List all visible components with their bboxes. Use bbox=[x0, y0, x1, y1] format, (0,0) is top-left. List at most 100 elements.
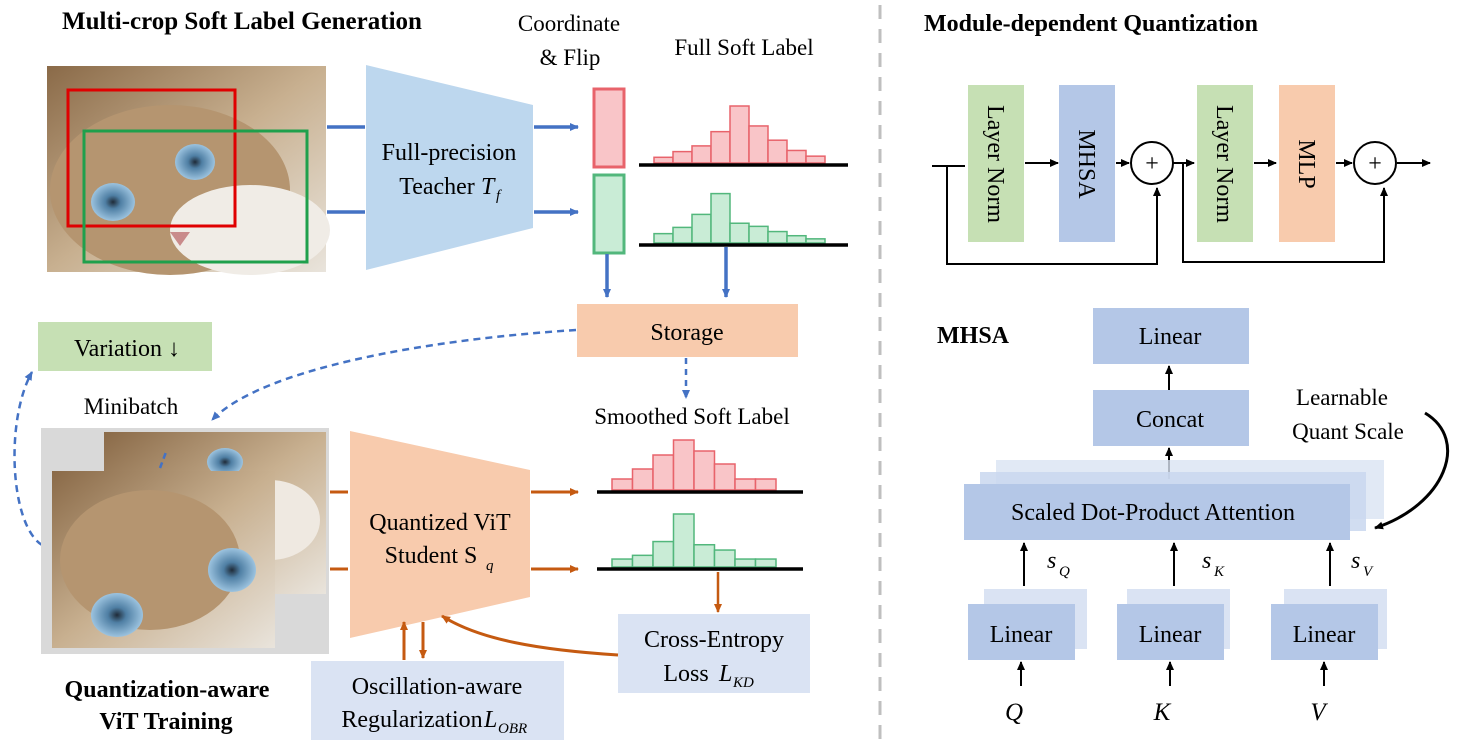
attention-block bbox=[964, 484, 1350, 540]
attention-label: Scaled Dot-Product Attention bbox=[1011, 500, 1295, 526]
input-v-label: V bbox=[1310, 699, 1328, 726]
teacher-label-1: Full-precision bbox=[382, 140, 517, 166]
arrow-learnable-scale bbox=[1374, 411, 1450, 530]
smoothed-soft-label-title: Smoothed Soft Label bbox=[594, 404, 789, 429]
qat-title-2: ViT Training bbox=[99, 709, 232, 735]
smoothed-green-bar bbox=[672, 513, 695, 568]
mhsa-title: MHSA bbox=[937, 323, 1010, 349]
red-crop-box bbox=[66, 88, 237, 228]
smoothed-red-bar bbox=[611, 478, 634, 491]
student-label-sub: q bbox=[486, 558, 494, 574]
smoothed-red-bar bbox=[693, 450, 716, 491]
full-red-bar bbox=[729, 105, 750, 164]
add-node-2 bbox=[1353, 141, 1397, 185]
linear-v-block bbox=[1271, 604, 1378, 660]
full-green-bar bbox=[691, 213, 712, 244]
full-soft-label-title: Full Soft Label bbox=[674, 35, 813, 60]
full-green-bar bbox=[767, 230, 788, 244]
obr-box bbox=[311, 661, 564, 740]
learnable-label-2: Quant Scale bbox=[1292, 419, 1404, 444]
residual-connection-1 bbox=[946, 166, 1161, 265]
variation-label: Variation ↓ bbox=[74, 336, 180, 362]
scale-q-sub: Q bbox=[1059, 564, 1070, 580]
obr-label-1: Oscillation-aware bbox=[352, 674, 523, 700]
multicrop-title: Multi-crop Soft Label Generation bbox=[62, 8, 422, 35]
storage-label: Storage bbox=[650, 320, 723, 346]
coordinate-box-red bbox=[592, 87, 626, 169]
full-green-bar bbox=[672, 226, 693, 244]
student-block bbox=[350, 431, 530, 638]
residual-connection-2 bbox=[1182, 163, 1388, 263]
layer-norm-1-block bbox=[968, 85, 1024, 242]
ce-symbol: L bbox=[718, 661, 732, 687]
arrow-ce-to-student bbox=[441, 614, 619, 657]
storage-box bbox=[577, 304, 798, 357]
coordinate-box-green bbox=[592, 173, 626, 255]
smoothed-red-bar bbox=[652, 454, 675, 491]
linear-k-label: Linear bbox=[1139, 622, 1202, 648]
qat-title-1: Quantization-aware bbox=[65, 677, 270, 703]
layer-norm-1-label: Layer Norm bbox=[982, 105, 1008, 223]
linear-k-block bbox=[1117, 604, 1224, 660]
smoothed-red-bar bbox=[672, 439, 695, 491]
variation-box bbox=[38, 322, 212, 371]
smoothed-green-bar bbox=[652, 540, 675, 568]
linear-v-label: Linear bbox=[1293, 622, 1356, 648]
concat-label: Concat bbox=[1136, 407, 1204, 433]
coordinate-label-1: Coordinate bbox=[518, 11, 620, 36]
full-green-bar bbox=[653, 232, 674, 244]
teacher-label-2: Teacher bbox=[399, 174, 475, 200]
scale-v-symbol: s bbox=[1351, 548, 1360, 574]
mhsa-block-label: MHSA bbox=[1073, 129, 1099, 199]
arrow-minibatch-to-variation bbox=[13, 371, 43, 547]
coordinate-label-2: & Flip bbox=[540, 45, 601, 70]
minibatch-images bbox=[41, 428, 329, 654]
mlp-block bbox=[1279, 85, 1335, 242]
ce-label-2: Loss bbox=[663, 661, 708, 687]
green-crop-box bbox=[82, 129, 309, 264]
cat-image bbox=[47, 66, 330, 275]
scale-v-sub: V bbox=[1363, 564, 1374, 580]
full-green-bar bbox=[748, 225, 769, 244]
student-label-2: Student S bbox=[385, 543, 478, 569]
full-red-bar bbox=[748, 125, 769, 164]
obr-symbol-sub: OBR bbox=[498, 721, 527, 737]
smoothed-green-bar bbox=[713, 549, 736, 568]
mhsa-block bbox=[1059, 85, 1115, 242]
scale-q-symbol: s bbox=[1047, 548, 1056, 574]
layer-norm-2-block bbox=[1197, 85, 1253, 242]
smoothed-green-bar bbox=[693, 543, 716, 568]
layer-norm-2-label: Layer Norm bbox=[1211, 105, 1237, 223]
input-q-label: Q bbox=[1005, 699, 1023, 726]
mlp-block-label: MLP bbox=[1293, 139, 1319, 188]
smoothed-red-bar bbox=[734, 478, 757, 491]
learnable-label-1: Learnable bbox=[1296, 385, 1388, 410]
scale-k-symbol: s bbox=[1202, 548, 1211, 574]
full-red-bar bbox=[786, 149, 807, 164]
full-soft-label-green-histogram bbox=[653, 192, 826, 244]
smoothed-red-bar bbox=[713, 463, 736, 491]
ce-label-1: Cross-Entropy bbox=[644, 627, 784, 653]
minibatch-dash-segment bbox=[158, 451, 168, 469]
smoothed-green-bar bbox=[754, 558, 777, 568]
full-soft-label-red-histogram bbox=[653, 105, 826, 164]
smoothed-red-bar bbox=[754, 478, 777, 491]
full-red-bar bbox=[691, 145, 712, 164]
obr-symbol: L bbox=[483, 707, 497, 733]
full-green-bar bbox=[729, 222, 750, 244]
smoothed-soft-label-green-histogram bbox=[611, 513, 777, 568]
arrow-storage-to-minibatch bbox=[211, 328, 577, 421]
linear-top-label: Linear bbox=[1139, 324, 1202, 350]
linear-q-label: Linear bbox=[990, 622, 1053, 648]
smoothed-green-bar bbox=[631, 554, 654, 568]
full-green-bar bbox=[805, 238, 826, 244]
obr-label-2: Regularization bbox=[341, 707, 482, 733]
full-red-bar bbox=[710, 130, 731, 164]
linear-top-block bbox=[1093, 308, 1249, 364]
full-red-bar bbox=[805, 155, 826, 164]
add-node-2-plus: + bbox=[1368, 151, 1382, 177]
full-green-bar bbox=[710, 192, 731, 244]
scale-k-sub: K bbox=[1213, 564, 1225, 580]
ce-symbol-sub: KD bbox=[732, 675, 754, 691]
